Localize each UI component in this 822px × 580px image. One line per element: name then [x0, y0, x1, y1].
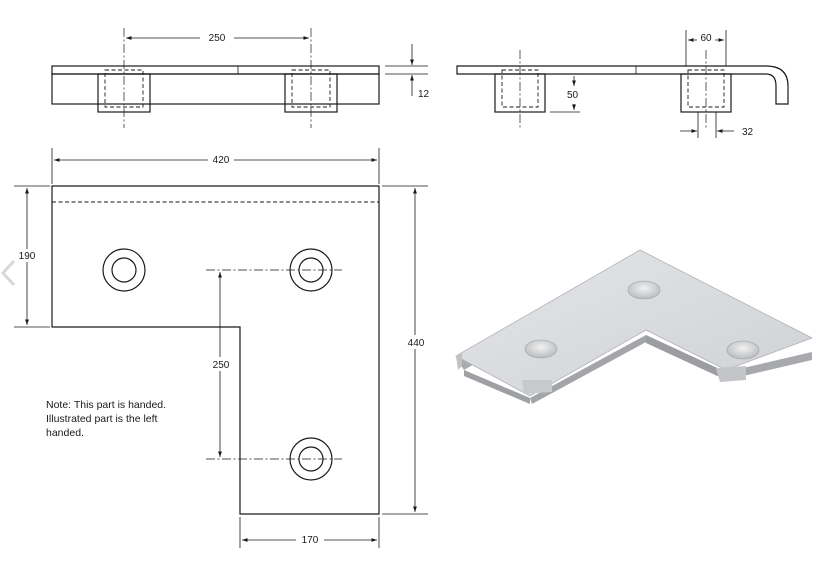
chevron-left-icon[interactable] [0, 258, 18, 288]
plan-view: 420 190 440 250 170 [14, 148, 430, 548]
hole-left [102, 248, 146, 292]
dim-plate-thickness: 12 [418, 89, 430, 100]
dim-overall-height: 440 [408, 338, 425, 349]
dim-leg-width: 170 [302, 535, 319, 546]
dim-top-center-spacing: 250 [209, 33, 226, 44]
handedness-note: Note: This part is handed. Illustrated p… [46, 398, 196, 440]
front-elevation-view: 250 12 [51, 28, 430, 128]
note-line-2: Illustrated part is the left [46, 413, 158, 425]
dim-arm-height: 190 [19, 251, 36, 262]
note-line-3: handed. [46, 427, 84, 439]
side-elevation-view: 60 50 32 [456, 30, 789, 138]
dim-overall-width: 420 [213, 155, 230, 166]
note-line-1: Note: This part is handed. [46, 399, 167, 411]
dim-vertical-hole-spacing: 250 [213, 360, 230, 371]
dim-flange-offset: 32 [742, 127, 754, 138]
isometric-render [455, 249, 813, 404]
dim-flange-width: 60 [700, 33, 712, 44]
dim-flange-height: 50 [567, 90, 579, 101]
